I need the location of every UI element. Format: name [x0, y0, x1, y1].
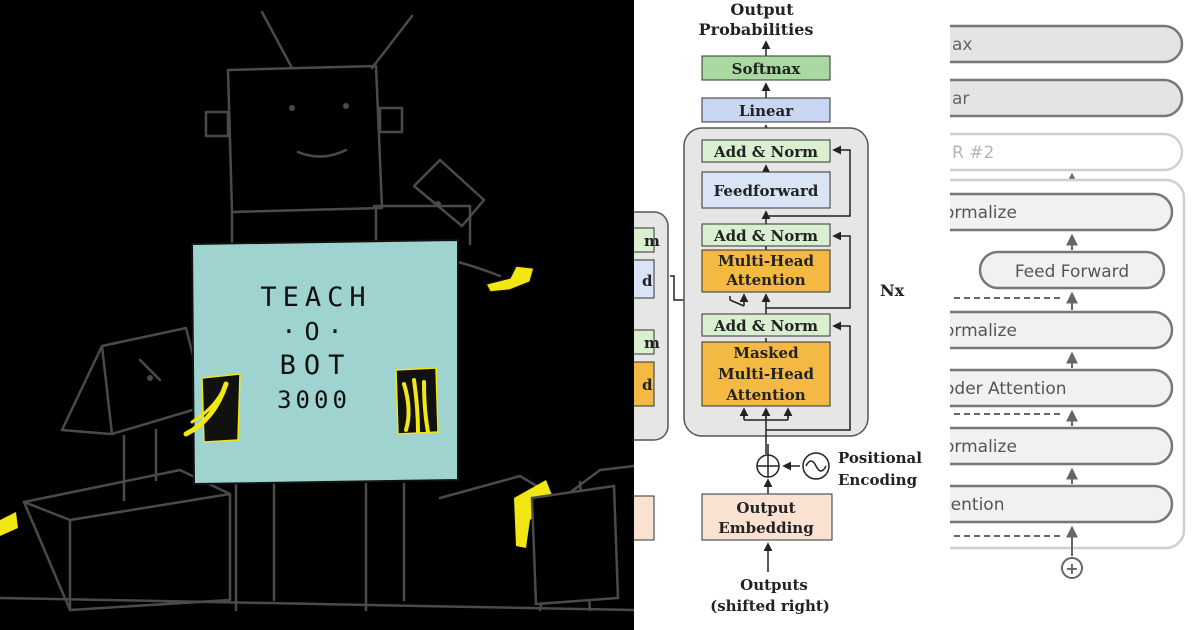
- softmax-pill: [950, 24, 1184, 64]
- encoder-label-partial: d: [642, 272, 653, 290]
- linear-label: Linear: [739, 102, 794, 120]
- positional-encoding-label-1: Positional: [838, 449, 922, 467]
- multi-head-attention-box: [701, 249, 831, 293]
- ground-box-left: [22, 468, 232, 612]
- transformer-decoder-diagram: m d m d Output Probabilities Softmax Lin…: [634, 0, 950, 630]
- decoder-layer-diagram: ax ar R #2 ormalize Feed Forward ormaliz…: [950, 0, 1200, 630]
- encoder-feedforward-partial: [634, 259, 655, 299]
- robot-mouth: [296, 148, 348, 158]
- masked-attention-label-1: Masked: [733, 344, 799, 362]
- hand-left: [183, 373, 241, 443]
- encoder-label-partial: d: [642, 376, 653, 394]
- masked-attention-label-2: Multi-Head: [718, 365, 814, 383]
- robot-leg-right: [364, 482, 406, 612]
- yellow-piece-left: [0, 512, 18, 536]
- nx-label: Nx: [880, 281, 905, 300]
- output-embedding-box: [701, 493, 833, 541]
- normalize-pill-label: ormalize: [950, 321, 1017, 341]
- masked-attention-label-3: Attention: [725, 386, 805, 404]
- ground-line: [0, 596, 634, 612]
- hand-right: [395, 367, 439, 435]
- add-norm-box-bottom: [701, 313, 831, 337]
- robot-eye-right: [343, 103, 349, 109]
- input-embedding-partial: [634, 495, 655, 541]
- outputs-label-2: (shifted right): [710, 597, 830, 615]
- add-norm-label: Add & Norm: [713, 317, 818, 335]
- robot-antenna-left: [260, 10, 294, 70]
- sign-line-3000: 3000: [277, 386, 351, 414]
- teach-o-bot-sign: [190, 238, 459, 486]
- linear-pill-label: ar: [952, 89, 969, 109]
- left-robot: [100, 326, 208, 436]
- outputs-label-1: Outputs: [740, 576, 808, 594]
- sign-line-bot: BOT: [280, 350, 353, 381]
- multi-head-attention-label-2: Attention: [725, 271, 805, 289]
- positional-encoding-label-2: Encoding: [838, 471, 918, 489]
- robot-antenna-right: [370, 14, 414, 70]
- encoder-add-norm-partial: [634, 227, 655, 253]
- add-norm-box-top: [701, 139, 831, 163]
- sign-line-teach: TEACH: [260, 282, 371, 313]
- softmax-pill-label: ax: [952, 35, 972, 55]
- sign-line-o: ·O·: [281, 317, 350, 346]
- wrench-hand: [484, 265, 535, 293]
- feed-forward-pill-label: Feed Forward: [1015, 262, 1129, 282]
- feedforward-label: Feedforward: [714, 182, 819, 200]
- decoder-layer-svg: ax ar R #2 ormalize Feed Forward ormaliz…: [950, 24, 1186, 579]
- encoder-decoder-attention-pill: [950, 368, 1174, 408]
- encoder-add-norm-partial-2: [634, 329, 655, 355]
- robot-bolt-left: [204, 110, 230, 138]
- feed-forward-pill: [978, 250, 1166, 290]
- output-probabilities-label-2: Probabilities: [699, 20, 814, 39]
- plus-symbol: +: [1065, 559, 1078, 578]
- transformer-diagram-svg: m d m d Output Probabilities Softmax Lin…: [634, 0, 922, 615]
- decoder-2-pill-label: R #2: [952, 143, 994, 163]
- robot-leg-left: [234, 482, 276, 612]
- normalize-pill-label: ormalize: [950, 203, 1017, 223]
- linear-pill: [950, 78, 1184, 118]
- robot-eye-left: [289, 105, 295, 111]
- encoder-decoder-attention-pill-label: oder Attention: [950, 379, 1067, 399]
- add-norm-label: Add & Norm: [713, 227, 818, 245]
- encoder-label-partial: m: [644, 334, 660, 352]
- self-attention-pill: [950, 484, 1174, 524]
- output-embedding-label-2: Embedding: [718, 519, 814, 537]
- linear-box: [701, 97, 831, 123]
- feedforward-box: [701, 171, 831, 209]
- plus-circle-icon: [1061, 557, 1083, 579]
- normalize-pill-2: [950, 310, 1174, 350]
- self-attention-pill-label: tention: [950, 495, 1004, 515]
- multi-head-attention-label-1: Multi-Head: [718, 252, 814, 270]
- encoder-label-partial: m: [644, 232, 660, 250]
- robot-head: [226, 64, 384, 214]
- encoder-attention-partial: [634, 361, 655, 407]
- normalize-pill-3: [950, 426, 1174, 466]
- small-robot-head: [412, 158, 486, 228]
- softmax-label: Softmax: [732, 60, 802, 78]
- output-embedding-label-1: Output: [736, 499, 795, 517]
- normalize-pill-label: ormalize: [950, 437, 1017, 457]
- decoder-2-pill: [950, 132, 1184, 172]
- softmax-box: [701, 55, 831, 81]
- normalize-pill-1: [950, 192, 1174, 232]
- robot-drawing: TEACH ·O· BOT 3000: [0, 10, 634, 612]
- output-probabilities-label-1: Output: [730, 0, 794, 19]
- robot-bolt-right: [378, 106, 404, 134]
- robot-illustration: TEACH ·O· BOT 3000: [0, 0, 634, 630]
- add-norm-label: Add & Norm: [713, 143, 818, 161]
- robot-arm: [456, 260, 502, 278]
- masked-multi-head-attention-box: [701, 341, 831, 407]
